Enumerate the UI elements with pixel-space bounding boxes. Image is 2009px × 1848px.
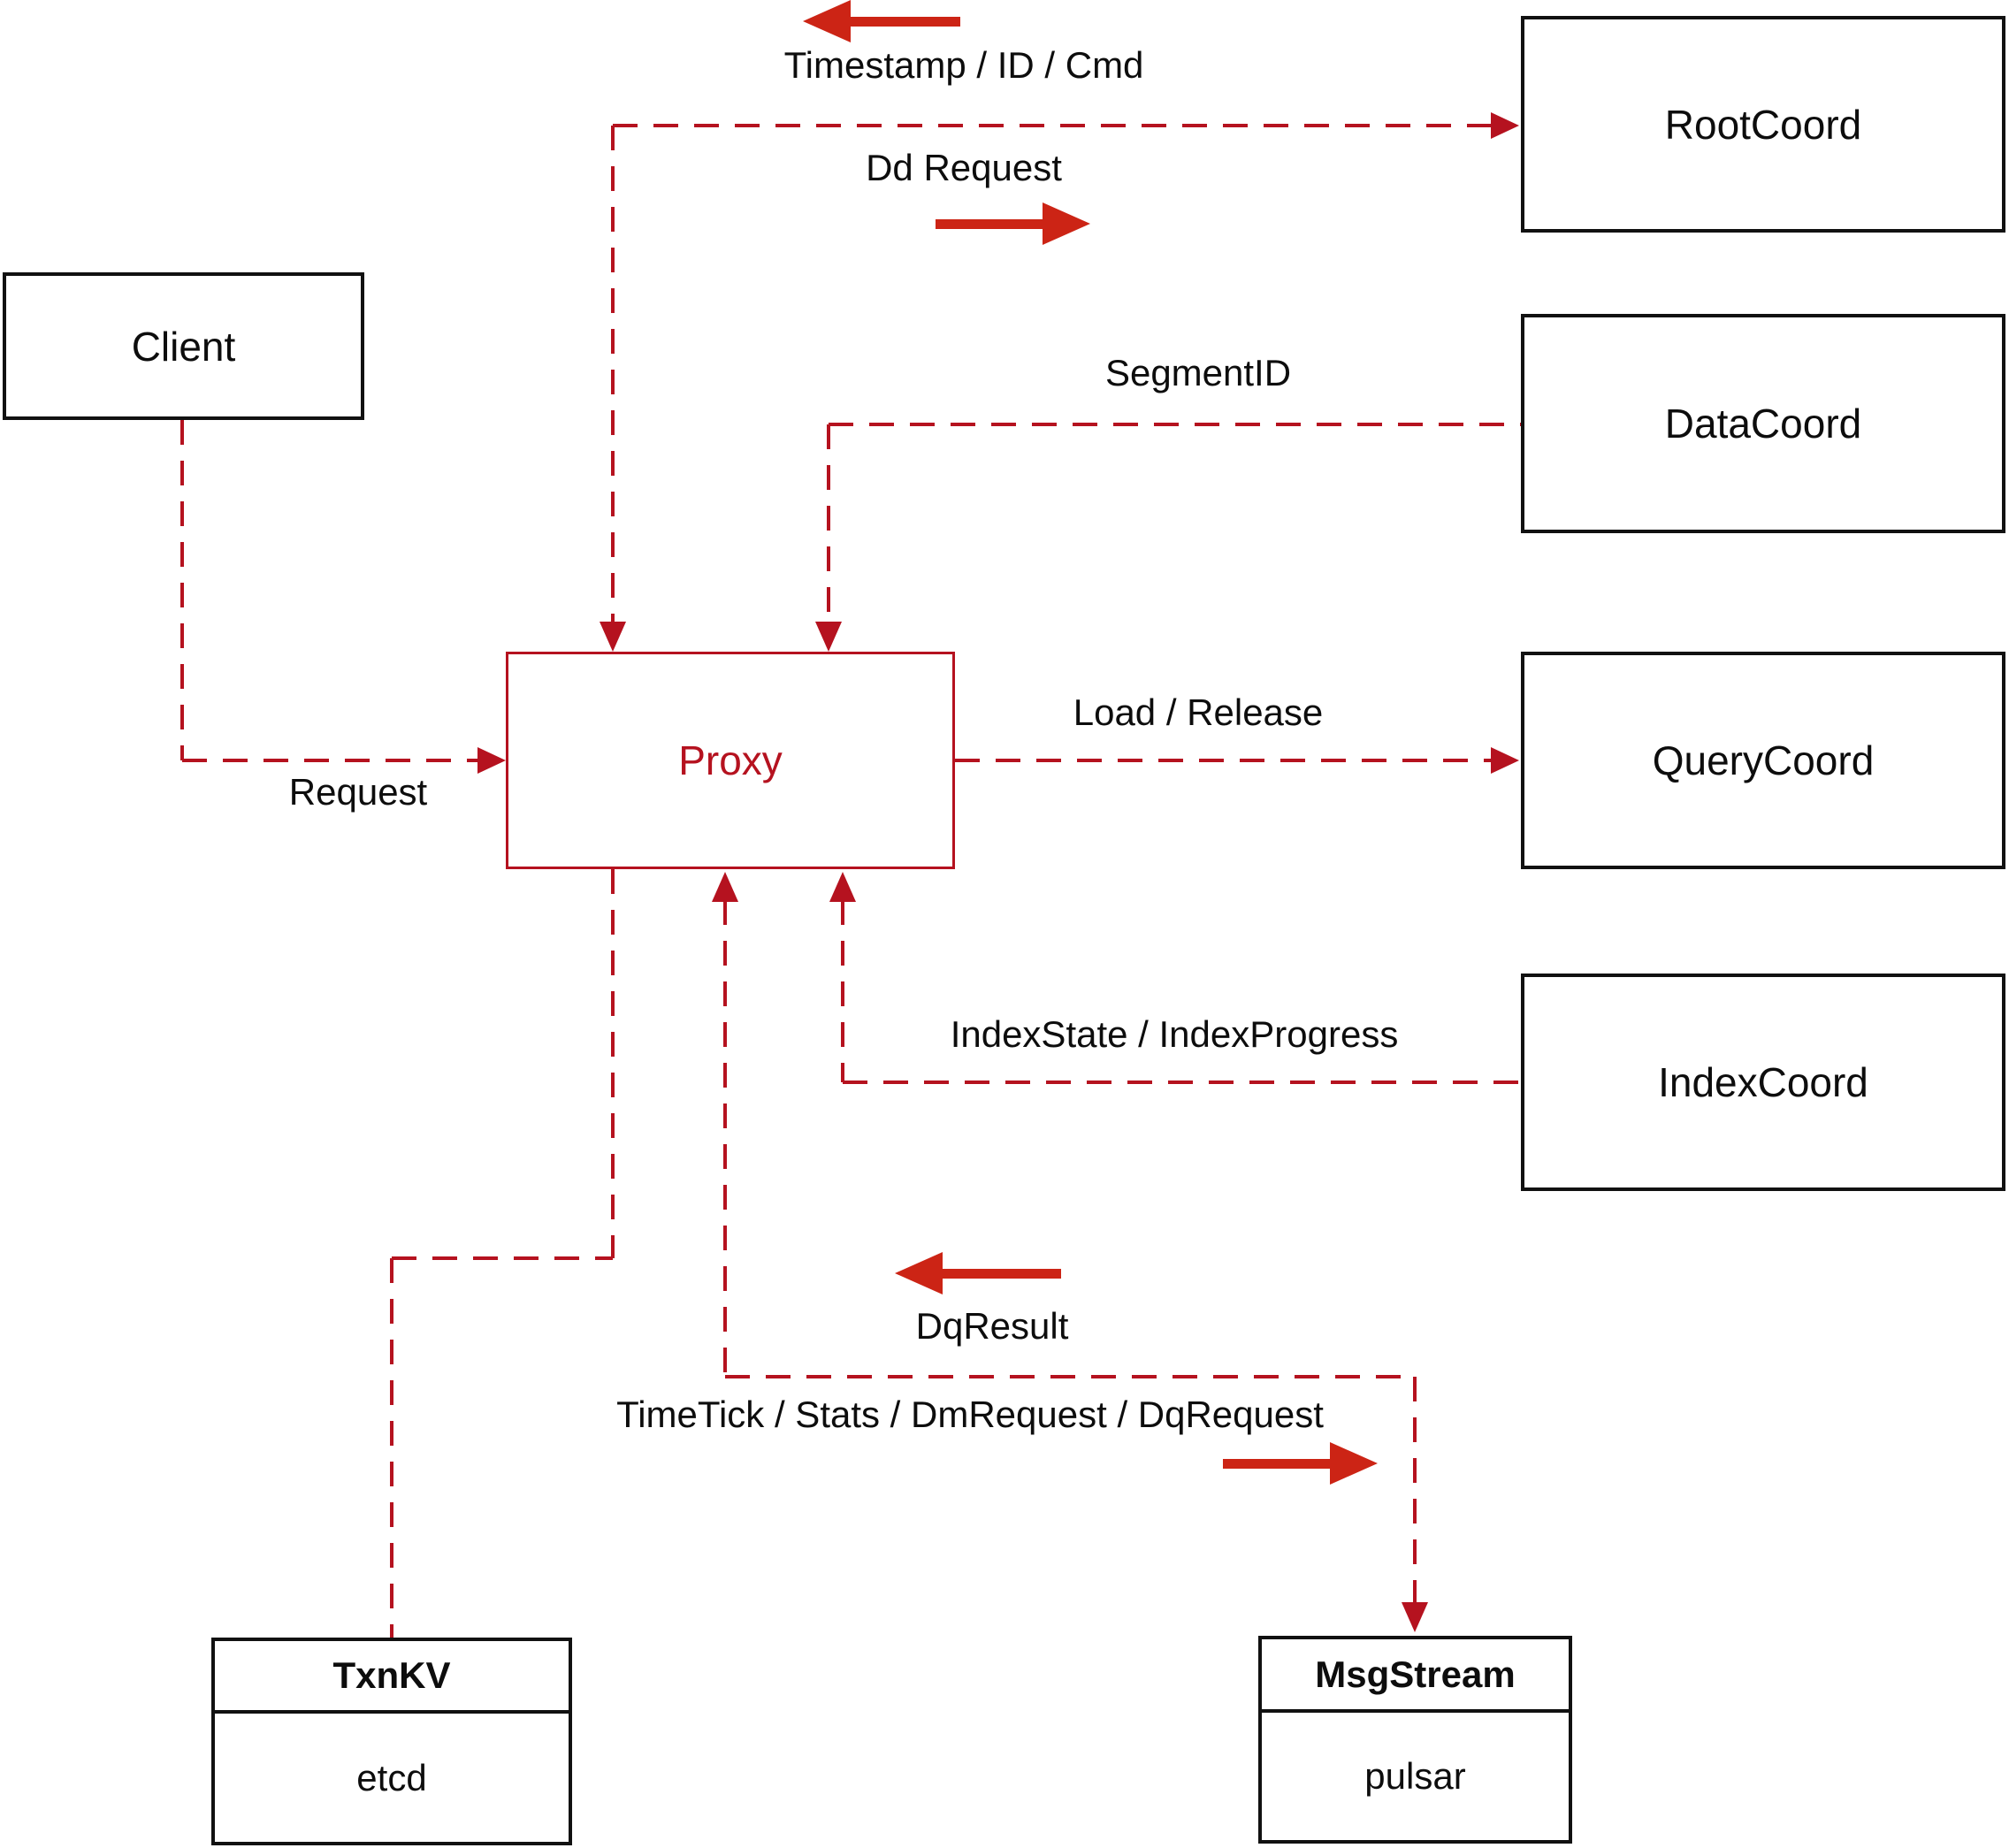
arrowhead-into-msgstream	[1402, 1602, 1428, 1632]
msgstream-header: MsgStream	[1262, 1639, 1569, 1713]
client-label: Client	[131, 323, 236, 370]
arrowhead-into-querycoord	[1491, 747, 1519, 774]
label-load-release: Load / Release	[1073, 691, 1324, 733]
arrowhead-into-proxy-bottom-right	[829, 872, 856, 902]
msgstream-impl: pulsar	[1364, 1755, 1466, 1797]
arrowhead-into-rootcoord	[1491, 112, 1519, 139]
left-arrowhead-icon	[803, 0, 851, 42]
querycoord-node: QueryCoord	[1521, 652, 2005, 869]
edge-datacoord-horizontal	[829, 423, 1521, 426]
rootcoord-label: RootCoord	[1664, 101, 1862, 148]
edge-msgstream-vertical-1	[723, 900, 727, 1378]
label-dq-result: DqResult	[915, 1305, 1069, 1347]
edge-indexcoord-horizontal	[843, 1081, 1521, 1084]
label-dd-request: Dd Request	[866, 147, 1062, 188]
rootcoord-node: RootCoord	[1521, 16, 2005, 233]
arrowhead-into-proxy-bottom-left	[712, 872, 738, 902]
arrowhead-into-proxy-top-2	[815, 622, 842, 652]
proxy-label: Proxy	[678, 737, 783, 783]
txnkv-body: etcd	[215, 1714, 569, 1842]
timetick-direction-right-arrow	[1223, 1442, 1378, 1485]
txnkv-header: TxnKV	[215, 1641, 569, 1714]
datacoord-node: DataCoord	[1521, 314, 2005, 533]
right-arrowhead-icon	[1043, 202, 1090, 245]
label-segment-id: SegmentID	[1104, 352, 1292, 393]
indexcoord-label: IndexCoord	[1658, 1059, 1868, 1105]
timestamp-direction-left-arrow	[803, 0, 960, 42]
edge-txnkv-horizontal	[392, 1256, 613, 1260]
arrowhead-into-proxy-top-1	[600, 622, 626, 652]
edge-msgstream-vertical-2	[1413, 1377, 1417, 1603]
right-arrowhead-icon	[1330, 1442, 1378, 1485]
edge-indexcoord-vertical	[841, 900, 844, 1082]
edge-rootcoord-vertical	[611, 126, 615, 622]
txnkv-impl: etcd	[356, 1756, 427, 1798]
edge-msgstream-horizontal	[725, 1375, 1415, 1378]
edge-client-proxy-vertical	[180, 420, 184, 760]
arrowhead-into-proxy-left	[477, 747, 506, 774]
txnkv-node: TxnKV etcd	[211, 1638, 572, 1845]
edge-datacoord-vertical	[827, 424, 830, 622]
label-timestamp-id-cmd: Timestamp / ID / Cmd	[783, 44, 1144, 86]
txnkv-title: TxnKV	[332, 1654, 451, 1696]
edge-querycoord-horizontal	[955, 759, 1491, 762]
label-request: Request	[288, 771, 428, 813]
querycoord-label: QueryCoord	[1652, 737, 1875, 783]
edge-rootcoord-horizontal	[613, 124, 1491, 127]
label-index-state: IndexState / IndexProgress	[950, 1013, 1399, 1055]
msgstream-node: MsgStream pulsar	[1258, 1636, 1572, 1844]
datacoord-label: DataCoord	[1664, 401, 1862, 447]
dd-request-direction-right-arrow	[936, 202, 1090, 245]
left-arrowhead-icon	[895, 1252, 943, 1294]
proxy-node: Proxy	[506, 652, 955, 869]
dqresult-direction-left-arrow	[895, 1252, 1061, 1294]
edge-txnkv-vertical-1	[611, 869, 615, 1258]
indexcoord-node: IndexCoord	[1521, 974, 2005, 1191]
client-node: Client	[3, 272, 364, 420]
msgstream-title: MsgStream	[1315, 1653, 1516, 1695]
label-timetick: TimeTick / Stats / DmRequest / DqRequest	[616, 1394, 1324, 1435]
msgstream-body: pulsar	[1262, 1713, 1569, 1840]
edge-client-proxy-horizontal	[182, 759, 477, 762]
edge-txnkv-vertical-2	[390, 1258, 393, 1638]
